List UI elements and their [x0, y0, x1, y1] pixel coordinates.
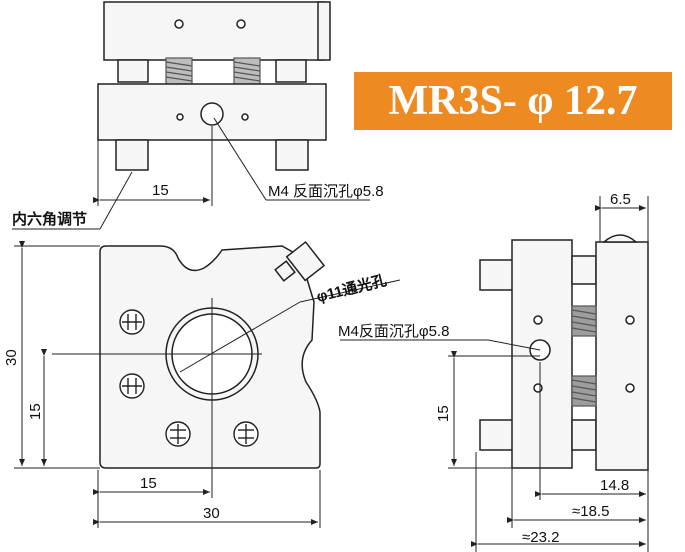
top-view	[97, 1, 331, 171]
side-pin-top	[479, 259, 515, 291]
top-plate	[103, 1, 325, 61]
side-m4-leader	[340, 339, 541, 351]
front-centerlines	[52, 298, 262, 410]
dim-side-15-v: 15	[435, 405, 452, 422]
label-hex-adjust: 内六角调节	[12, 210, 87, 228]
hex-leader	[12, 171, 133, 230]
top-pin	[275, 59, 307, 83]
dim-front-15-v: 15	[27, 403, 44, 420]
dim-side-23-2: ≈23.2	[522, 529, 559, 546]
top-pin	[117, 59, 149, 83]
side-knob-top	[571, 255, 597, 285]
dim-front-30-h: 30	[203, 505, 220, 522]
screw-bottom-right	[233, 421, 259, 447]
dim-front-30-v: 30	[3, 349, 20, 366]
side-hole	[625, 383, 635, 393]
screw-left-top	[119, 309, 145, 335]
bottom-leg	[115, 139, 149, 171]
side-hole	[533, 315, 543, 325]
top-spring-right	[233, 57, 261, 85]
top-plate-edge	[317, 1, 331, 61]
label-light-hole: φ11通光孔	[315, 271, 389, 306]
label-m4-side: M4反面沉孔φ5.8	[338, 323, 449, 340]
side-view	[479, 234, 649, 471]
dim-side-18-5: ≈18.5	[572, 503, 609, 520]
bottom-leg	[275, 139, 309, 171]
dim-side-14-8: 14.8	[600, 477, 629, 494]
top-view-dims	[93, 117, 370, 206]
side-knob-bottom	[571, 419, 597, 451]
title-background	[354, 72, 672, 130]
small-hole	[241, 113, 249, 121]
top-spring-left	[165, 57, 193, 85]
top-screw-hole	[236, 19, 246, 29]
knob-neck	[274, 260, 296, 282]
small-hole	[176, 113, 184, 121]
model-title: MR3S- φ 12.7	[388, 78, 638, 124]
screw-left-bottom	[119, 373, 145, 399]
front-screws	[119, 309, 259, 447]
side-hole	[533, 383, 543, 393]
dim-front-15-h: 15	[140, 475, 157, 492]
front-dims	[14, 241, 321, 528]
dim-top-15: 15	[152, 182, 169, 199]
side-plate	[595, 241, 649, 471]
side-hole	[625, 315, 635, 325]
adjust-knob	[285, 240, 326, 282]
top-screw-hole	[174, 19, 184, 29]
label-m4-top: M4 反面沉孔φ5.8	[268, 183, 384, 200]
side-springs	[571, 305, 597, 407]
side-plate-cap	[602, 234, 638, 243]
center-hole	[200, 102, 224, 126]
dim-side-6-5: 6.5	[610, 191, 631, 208]
screw-bottom-left	[165, 421, 191, 447]
side-pin-bottom	[479, 419, 515, 451]
light-hole-leader	[179, 279, 401, 373]
side-dims	[448, 196, 649, 552]
